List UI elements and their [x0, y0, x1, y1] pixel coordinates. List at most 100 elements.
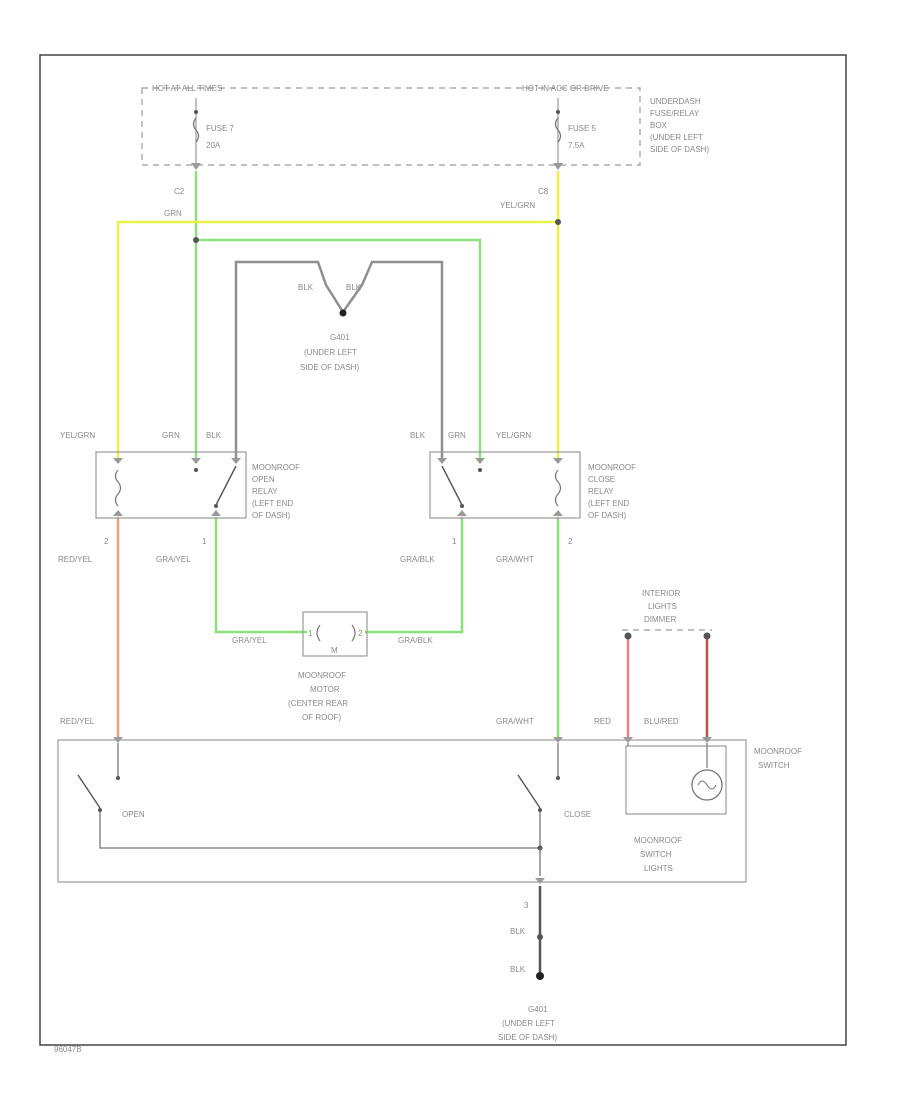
switch-lights-label-3: LIGHTS: [644, 864, 673, 873]
ground-bottom-blk1: BLK: [510, 927, 526, 936]
fuse5-rating: 7.5A: [568, 141, 585, 150]
figure-id: 96047B: [54, 1045, 82, 1054]
close-relay-label-4: (LEFT END: [588, 499, 629, 508]
open-relay-blk: BLK: [206, 431, 222, 440]
close-relay-coil: [554, 469, 562, 507]
close-relay-label-3: RELAY: [588, 487, 614, 496]
motor-label-2: MOTOR: [310, 685, 340, 694]
motor-symbol: M: [331, 646, 338, 655]
ground-top-blk2: BLK: [346, 283, 362, 292]
motor-left-wire-label: GRA/YEL: [232, 636, 267, 645]
close-relay-yelgrn: YEL/GRN: [496, 431, 531, 440]
fuse7-label: FUSE 7: [206, 124, 235, 133]
fusebox-label-4: (UNDER LEFT: [650, 133, 703, 142]
switch-open-label: OPEN: [122, 810, 145, 819]
connector-c2: C2 GRN: [164, 163, 201, 218]
switch-label-2: SWITCH: [758, 761, 790, 770]
wire-grayel: [214, 516, 308, 634]
fuse5-label: FUSE 5: [568, 124, 597, 133]
ground-bottom-symbol: [536, 972, 544, 980]
open-relay-label-3: RELAY: [252, 487, 278, 496]
ground-top-label-2: (UNDER LEFT: [304, 348, 357, 357]
ground-bottom-blk2: BLK: [510, 965, 526, 974]
fusebox-label-1: UNDERDASH: [650, 97, 701, 106]
wire-grayel-label-upper: GRA/YEL: [156, 555, 191, 564]
motor-pin-left: 1: [308, 629, 313, 638]
close-relay-grn: GRN: [448, 431, 466, 440]
motor-right-wire-label: GRA/BLK: [398, 636, 433, 645]
wire-yelgrn-branch: [116, 220, 560, 464]
open-relay-label-1: MOONROOF: [252, 463, 300, 472]
close-relay-pin-b: 2: [568, 537, 573, 546]
ground-bottom-label-1: G401: [528, 1005, 548, 1014]
switch-close-label: CLOSE: [564, 810, 591, 819]
wire-blk-ground-loop: [234, 260, 444, 464]
wire-yelgrn-top-label: YEL/GRN: [500, 201, 535, 210]
diagram-frame: [39, 54, 847, 1046]
ground-top-label-1: G401: [330, 333, 350, 342]
switch-lights-label-2: SWITCH: [640, 850, 672, 859]
close-relay-label-1: MOONROOF: [588, 463, 636, 472]
fusebox-label-3: BOX: [650, 121, 668, 130]
close-relay-label-5: OF DASH): [588, 511, 627, 520]
wire-grn-top-label: GRN: [164, 209, 182, 218]
switch-lights-label-1: MOONROOF: [634, 836, 682, 845]
ground-top-blk1: BLK: [298, 283, 314, 292]
close-relay-label-2: CLOSE: [588, 475, 615, 484]
motor-label-3: (CENTER REAR: [288, 699, 348, 708]
open-relay-label-2: OPEN: [252, 475, 275, 484]
switch-close-contact: [517, 774, 541, 809]
moonroof-close-relay: BLK GRN YEL/GRN MOONROOF CLOSE RELAY (LE…: [400, 431, 636, 564]
switch-ground-pin: 3: [524, 901, 529, 910]
ground-top-symbol: [339, 309, 347, 317]
ground-g401-bottom: 3 BLK BLK G401 (UNDER LEFT SIDE OF DASH): [498, 878, 557, 1042]
fusebox-label-5: SIDE OF DASH): [650, 145, 709, 154]
moonroof-switch: RED/YEL GRA/WHT RED BLU/RED OPEN CLOSE M…: [57, 717, 802, 883]
ground-top-label-3: SIDE OF DASH): [300, 363, 359, 372]
open-relay-coil: [114, 469, 122, 507]
wire-grablk-label-upper: GRA/BLK: [400, 555, 435, 564]
open-relay-pin-a: 2: [104, 537, 109, 546]
wire-grablk: [364, 516, 464, 634]
close-relay-pin-a: 1: [452, 537, 457, 546]
dimmer-label-1: INTERIOR: [642, 589, 680, 598]
wire-redyel-label-upper: RED/YEL: [58, 555, 93, 564]
ground-bottom-label-3: SIDE OF DASH): [498, 1033, 557, 1042]
motor-label-4: OF ROOF): [302, 713, 341, 722]
c2-label: C2: [174, 187, 185, 196]
fuse7-rating: 20A: [206, 141, 221, 150]
fusebox-label-2: FUSE/RELAY: [650, 109, 700, 118]
dimmer-label-2: LIGHTS: [648, 602, 677, 611]
open-relay-yelgrn: YEL/GRN: [60, 431, 95, 440]
switch-red-label: RED: [594, 717, 611, 726]
interior-lights-dimmer: INTERIOR LIGHTS DIMMER: [622, 589, 712, 640]
wire-grawht-label-upper: GRA/WHT: [496, 555, 534, 564]
fuse-relay-box: HOT AT ALL TIMES HOT IN ACC OR DRIVE FUS…: [141, 84, 709, 168]
open-relay-label-4: (LEFT END: [252, 499, 293, 508]
switch-grawht-label: GRA/WHT: [496, 717, 534, 726]
ground-bottom-label-2: (UNDER LEFT: [502, 1019, 555, 1028]
motor-pin-right: 2: [358, 629, 363, 638]
left-source-label: HOT AT ALL TIMES: [152, 84, 222, 93]
right-source-label: HOT IN ACC OR DRIVE: [522, 84, 609, 93]
dimmer-label-3: DIMMER: [644, 615, 677, 624]
motor-label-1: MOONROOF: [298, 671, 346, 680]
open-relay-grn: GRN: [162, 431, 180, 440]
switch-redyel-label: RED/YEL: [60, 717, 95, 726]
moonroof-motor: 1 2 M GRA/YEL GRA/BLK MOONROOF MOTOR (CE…: [232, 611, 433, 722]
c8-label: C8: [538, 187, 549, 196]
switch-blured-label: BLU/RED: [644, 717, 679, 726]
wire-grn-branch: [194, 238, 482, 464]
switch-lamp-icon: [691, 769, 723, 801]
moonroof-open-relay: YEL/GRN GRN BLK MOONROOF OPEN RELAY (LEF…: [58, 431, 300, 564]
ground-g401-top: BLK BLK G401 (UNDER LEFT SIDE OF DASH): [298, 283, 364, 372]
fuse5-symbol: [554, 117, 562, 143]
switch-label-1: MOONROOF: [754, 747, 802, 756]
open-relay-label-5: OF DASH): [252, 511, 291, 520]
fuse7-symbol: [192, 117, 200, 143]
close-relay-blk: BLK: [410, 431, 426, 440]
connector-c8: C8 YEL/GRN: [500, 163, 563, 210]
open-relay-pin-b: 1: [202, 537, 207, 546]
switch-open-contact: [77, 774, 101, 809]
